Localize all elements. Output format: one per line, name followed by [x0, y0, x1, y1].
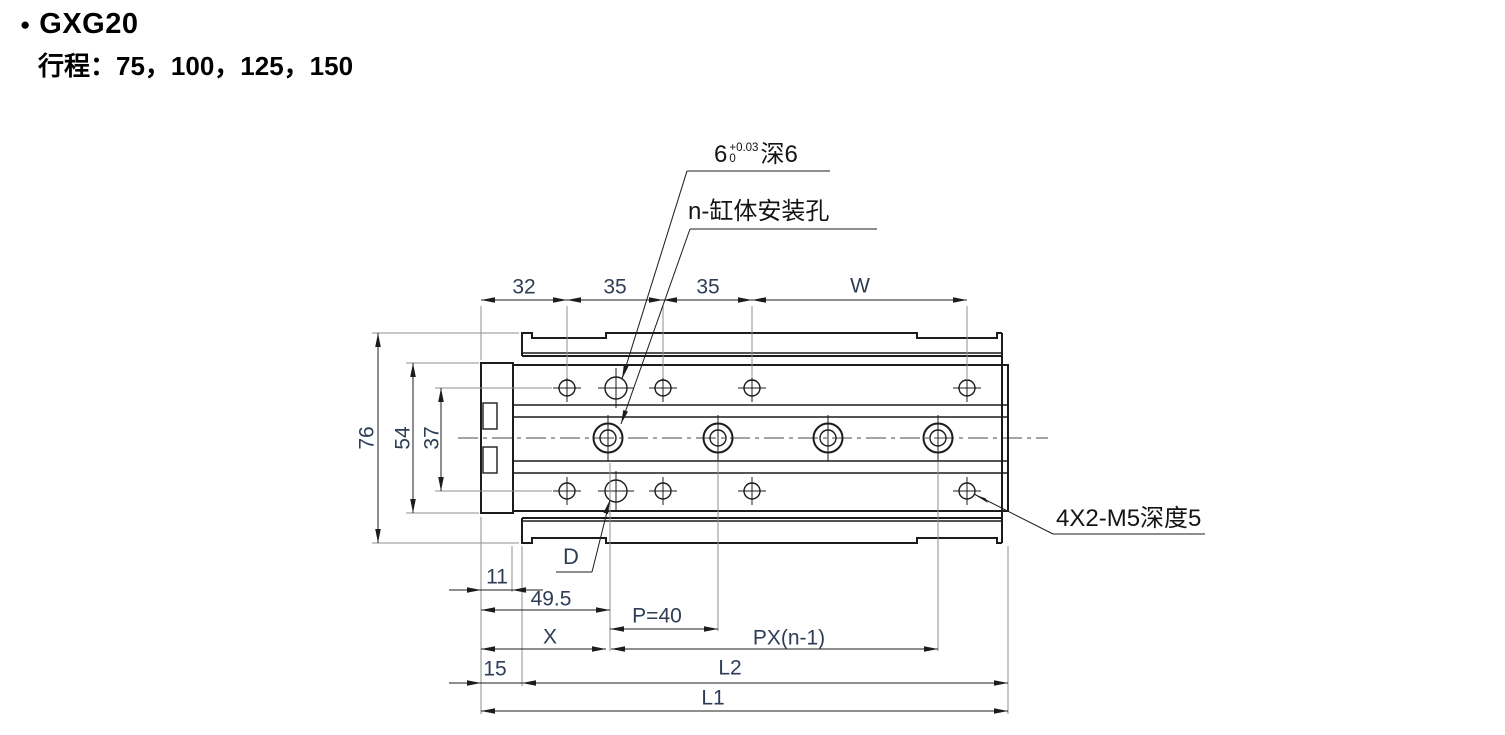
body-mount-callout: n-缸体安装孔 [688, 198, 830, 225]
dim-label-76: 76 [355, 426, 379, 450]
hole-diameter-label: D [563, 544, 579, 569]
thread-callout: 4X2-M5深度5 [1056, 505, 1202, 532]
page-title: ● GXG20 [20, 8, 139, 41]
dim-label-35b: 35 [696, 275, 720, 299]
dim-label-32: 32 [512, 275, 536, 299]
dimension-lines [375, 297, 1008, 714]
stroke-options: 行程：75，100，125，150 [38, 51, 354, 81]
extension-lines [372, 306, 1009, 714]
body-mounting-holes [592, 415, 954, 461]
dim-label-px: PX(n-1) [752, 626, 826, 650]
leader-lines [556, 170, 1205, 573]
pin-hole-depth: 深6 [760, 141, 798, 168]
end-cap [480, 362, 514, 514]
thread-holes-bottom-row [553, 471, 981, 511]
dim-label-p40: P=40 [632, 604, 682, 628]
dim-label-35a: 35 [603, 275, 627, 299]
dim-label-49-5: 49.5 [530, 587, 572, 611]
dim-label-11: 11 [486, 565, 508, 589]
table-top-plate [521, 332, 1002, 357]
pin-hole-tolerance: +0.03 0 [729, 142, 759, 165]
thread-holes-top-row [553, 368, 981, 408]
pin-hole-callout: 6 +0.03 0 深6 [714, 142, 798, 167]
bullet-icon: ● [20, 15, 31, 34]
dim-label-54: 54 [391, 426, 415, 450]
dim-label-l1: L1 [701, 686, 725, 710]
dim-label-w: W [850, 274, 870, 298]
dim-label-x: X [542, 625, 558, 649]
dim-label-15: 15 [483, 657, 507, 681]
pin-hole-nominal: 6 [714, 141, 728, 168]
model-name: GXG20 [39, 8, 139, 40]
dim-label-37: 37 [420, 426, 444, 450]
dim-label-l2: L2 [718, 656, 742, 680]
